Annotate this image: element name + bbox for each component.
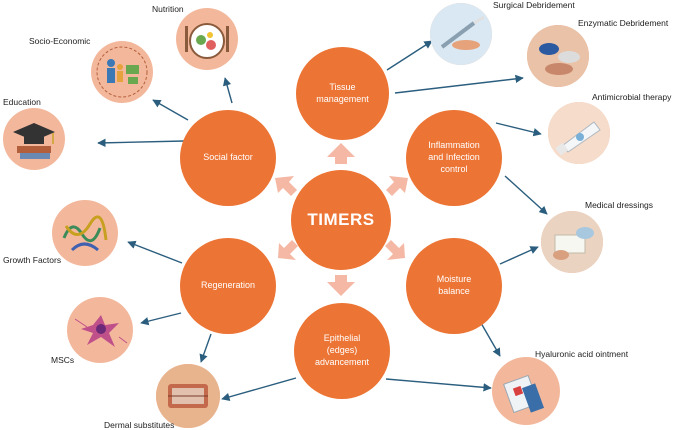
arrow-tissue-surgical [386, 40, 433, 71]
label-hyaluronic-acid-ointment: Hyaluronic acid ointment [535, 349, 629, 359]
stem-cell-icon [67, 297, 133, 363]
pointer-up [327, 143, 355, 164]
node-inflammation-control: Inflammation and Infection control [406, 110, 502, 206]
node-regeneration: Regeneration [180, 238, 276, 334]
label-antimicrobial-therapy: Antimicrobial therapy [592, 92, 672, 102]
arrow-epithelial-hyaluronic [385, 378, 492, 392]
node-moisture-balance: Moisture balance [406, 238, 502, 334]
graduation-cap-icon [3, 108, 65, 170]
family-money-icon [91, 41, 153, 103]
pointer-down [327, 275, 355, 296]
node-label: Regeneration [200, 280, 256, 291]
center-node-timers: TIMERS [291, 170, 391, 270]
node-label: Inflammation and Infection control [428, 140, 480, 174]
bandage-icon [541, 211, 603, 273]
skin-graft-icon [156, 364, 220, 428]
node-social-factor: Social factor [180, 110, 276, 206]
ointment-tube-icon [548, 102, 610, 164]
node-label: Epithelial (edges) advancement [314, 333, 370, 367]
center-label: TIMERS [307, 209, 375, 229]
label-surgical-debridement: Surgical Debridement [493, 0, 575, 10]
scalpel-icon [430, 3, 492, 65]
arrow-inflammation-antimicrobial [495, 122, 542, 137]
label-nutrition: Nutrition [152, 4, 184, 14]
node-label: Social factor [203, 152, 253, 163]
arrow-tissue-enzymatic [394, 74, 524, 94]
protein-structure-icon [52, 200, 118, 266]
arrow-social-socio [152, 99, 189, 121]
node-epithelial-advancement: Epithelial (edges) advancement [294, 303, 390, 399]
arrow-epithelial-dermal [221, 377, 297, 401]
label-mscs: MSCs [51, 355, 75, 365]
arrow-regeneration-mscs [140, 312, 182, 326]
food-plate-icon [176, 8, 238, 70]
label-medical-dressings: Medical dressings [585, 200, 654, 210]
arrow-regeneration-dermal [199, 333, 212, 363]
ointment-box-icon [492, 357, 560, 425]
label-education: Education [3, 97, 41, 107]
gloved-hands-icon [527, 25, 589, 87]
pointer-lower-right [385, 240, 405, 260]
pointer-upper-left [275, 176, 297, 196]
label-socio-economic: Socio-Economic [29, 36, 91, 46]
arrow-social-education [97, 138, 185, 148]
arrow-social-nutrition [222, 77, 233, 104]
arrow-moisture-dressings [499, 246, 539, 265]
arrow-regeneration-growth [127, 240, 183, 264]
node-label: Tissue management [316, 81, 369, 104]
arrow-moisture-hyaluronic [480, 322, 501, 357]
label-enzymatic-debridement: Enzymatic Debridement [578, 18, 669, 28]
node-tissue-management: Tissue management [296, 47, 389, 140]
pointer-upper-right [386, 176, 408, 196]
node-label: Moisture balance [436, 274, 472, 296]
label-dermal-substitutes: Dermal substitutes [104, 420, 175, 430]
arrow-inflammation-dressings [504, 175, 548, 215]
pointer-lower-left [278, 240, 298, 260]
label-growth-factors: Growth Factors [3, 255, 62, 265]
